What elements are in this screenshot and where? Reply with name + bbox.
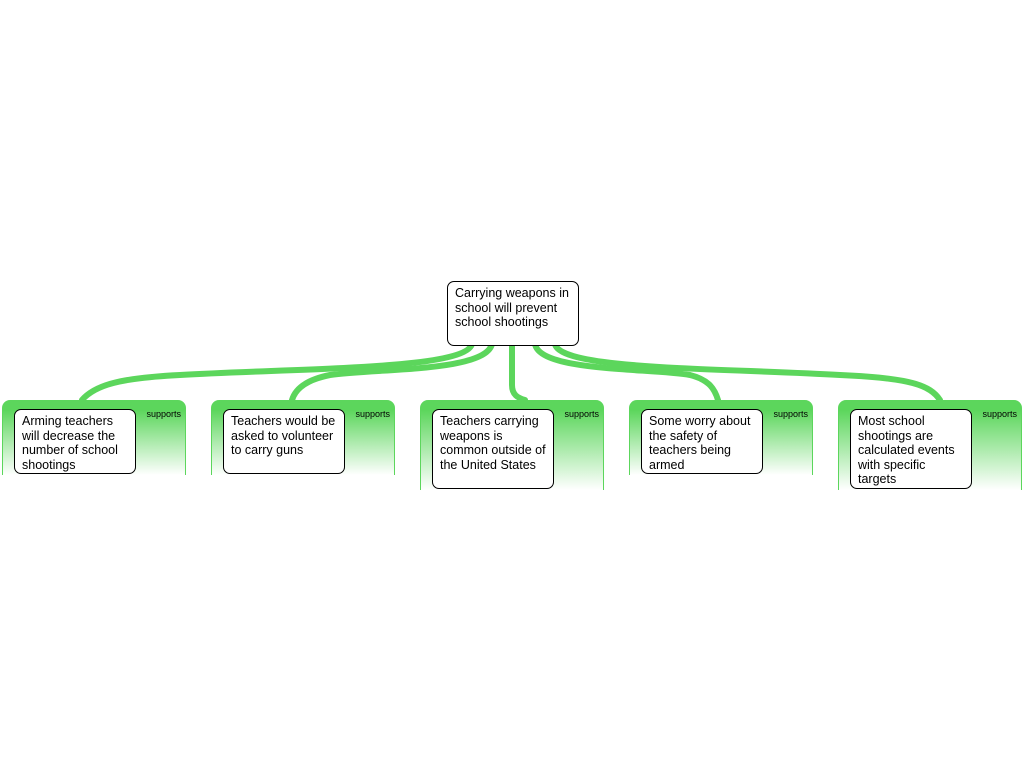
relation-label: supports: [982, 409, 1017, 419]
child-node-1[interactable]: Arming teachers will decrease the number…: [14, 409, 136, 474]
root-claim-node[interactable]: Carrying weapons in school will prevent …: [447, 281, 579, 346]
child-group-5: supports Most school shootings are calcu…: [838, 400, 1022, 490]
child-node-5[interactable]: Most school shootings are calculated eve…: [850, 409, 972, 489]
child-group-4: supports Some worry about the safety of …: [629, 400, 813, 475]
child-node-3[interactable]: Teachers carrying weapons is common outs…: [432, 409, 554, 489]
relation-label: supports: [564, 409, 599, 419]
child-group-1: supports Arming teachers will decrease t…: [2, 400, 186, 475]
link-2: [289, 341, 495, 403]
link-3: [509, 341, 528, 403]
child-node-2[interactable]: Teachers would be asked to volunteer to …: [223, 409, 345, 474]
child-node-4[interactable]: Some worry about the safety of teachers …: [641, 409, 763, 474]
relation-label: supports: [773, 409, 808, 419]
link-4: [532, 341, 721, 403]
child-group-2: supports Teachers would be asked to volu…: [211, 400, 395, 475]
child-group-3: supports Teachers carrying weapons is co…: [420, 400, 604, 490]
relation-label: supports: [146, 409, 181, 419]
link-5: [552, 341, 943, 403]
relation-label: supports: [355, 409, 390, 419]
link-1: [79, 341, 475, 403]
